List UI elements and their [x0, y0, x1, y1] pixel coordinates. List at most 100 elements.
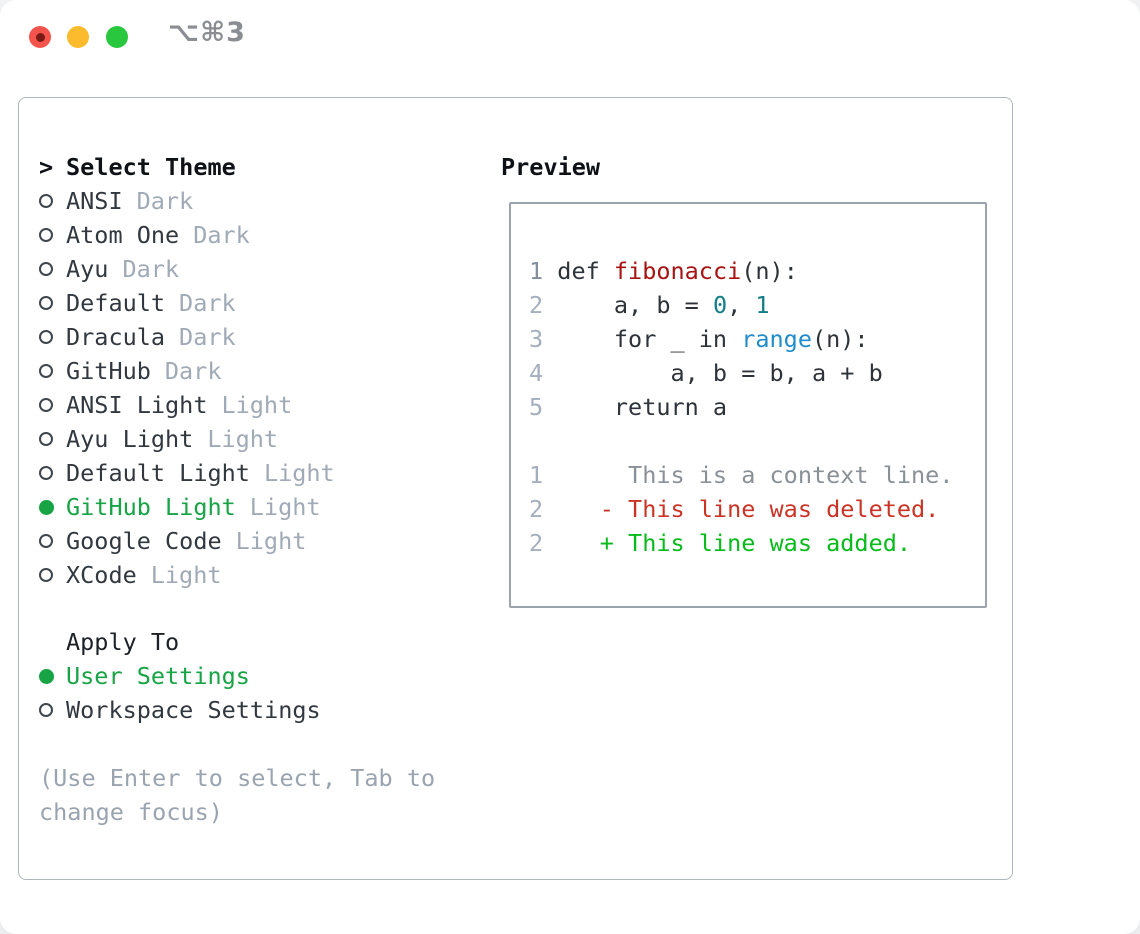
theme-name-label: Google Code [66, 527, 222, 555]
line-number: 2 [529, 529, 544, 557]
apply-to-option[interactable]: Workspace Settings [39, 693, 489, 727]
code-token: a, b = b, a + b [543, 359, 883, 387]
theme-option[interactable]: Google Code Light [39, 524, 489, 558]
code-token: (n): [811, 325, 869, 353]
apply-to-heading-row: Apply To [39, 625, 489, 659]
theme-option[interactable]: Ayu Light Light [39, 422, 489, 456]
window-title-shortcut: ⌥⌘3 [168, 17, 246, 48]
theme-name-label: ANSI Light [66, 391, 208, 419]
theme-option[interactable]: XCode Light [39, 558, 489, 592]
theme-option[interactable]: Ayu Dark [39, 252, 489, 286]
theme-variant-label: Light [249, 493, 321, 521]
code-token: , [727, 291, 756, 319]
apply-to-option[interactable]: User Settings [39, 659, 489, 693]
code-line: 2 + This line was added. [529, 526, 985, 560]
apply-to-heading: Apply To [66, 628, 180, 656]
theme-variant-label: Light [150, 561, 222, 589]
theme-variant-label: Dark [136, 187, 194, 215]
theme-name-label: GitHub Light [66, 493, 236, 521]
theme-option[interactable]: GitHub Dark [39, 354, 489, 388]
theme-option[interactable]: Dracula Dark [39, 320, 489, 354]
zoom-button[interactable] [106, 26, 128, 48]
theme-name-label: Ayu [66, 255, 109, 283]
code-line [529, 424, 985, 458]
theme-option[interactable]: ANSI Dark [39, 184, 489, 218]
radio-icon [39, 568, 53, 582]
radio-icon [39, 364, 53, 378]
theme-option[interactable]: GitHub Light Light [39, 490, 489, 524]
unsaved-indicator-dot [35, 32, 45, 42]
radio-icon [39, 296, 53, 310]
theme-option[interactable]: ANSI Light Light [39, 388, 489, 422]
line-number: 2 [529, 291, 544, 319]
theme-variant-label: Dark [179, 289, 236, 317]
theme-variant-label: Dark [179, 323, 236, 351]
minimize-button[interactable] [67, 26, 89, 48]
select-theme-heading: Select Theme [66, 153, 236, 181]
select-theme-heading-row: > Select Theme [39, 150, 489, 184]
radio-icon [39, 262, 53, 276]
radio-icon [39, 398, 53, 412]
code-line: 3 for _ in range(n): [529, 322, 985, 356]
theme-variant-label: Light [263, 459, 335, 487]
code-token: 1 [755, 291, 770, 319]
code-line: 1 This is a context line. [529, 458, 985, 492]
code-token: fibonacci [613, 257, 742, 285]
radio-icon [39, 534, 53, 548]
code-token: 0 [712, 291, 728, 319]
theme-name-label: Ayu Light [66, 425, 194, 453]
code-line: 1 def fibonacci(n): [529, 254, 985, 288]
theme-variant-label: Dark [122, 255, 180, 283]
code-token: for _ in [543, 325, 742, 353]
radio-icon [39, 703, 53, 717]
code-line: 4 a, b = b, a + b [529, 356, 985, 390]
prompt-icon: > [39, 153, 54, 181]
line-number: 1 [529, 257, 544, 285]
code-line: 2 - This line was deleted. [529, 492, 985, 526]
radio-icon [39, 466, 53, 480]
preview-heading: Preview [501, 153, 601, 181]
code-token: This is a context line. [543, 461, 954, 489]
code-line: 2 a, b = 0, 1 [529, 288, 985, 322]
theme-name-label: GitHub [66, 357, 151, 385]
theme-name-label: XCode [66, 561, 137, 589]
code-line: 5 return a [529, 390, 985, 424]
radio-selected-icon [39, 668, 54, 684]
theme-name-label: Default [66, 289, 166, 317]
radio-icon [39, 330, 53, 344]
code-token: def [543, 257, 614, 285]
close-button[interactable] [29, 26, 51, 48]
code-token: return a [543, 393, 728, 421]
radio-icon [39, 194, 53, 208]
radio-selected-icon [39, 499, 54, 515]
theme-variant-label: Light [207, 425, 279, 453]
line-number: 3 [529, 325, 544, 353]
line-number: 5 [529, 393, 544, 421]
radio-icon [39, 432, 53, 446]
theme-variant-label: Dark [193, 221, 250, 249]
line-number: 2 [529, 495, 544, 523]
theme-variant-label: Light [221, 391, 293, 419]
code-token: range [741, 325, 812, 353]
theme-option[interactable]: Default Dark [39, 286, 489, 320]
radio-icon [39, 228, 53, 242]
theme-variant-label: Dark [164, 357, 222, 385]
hint-line: change focus) [39, 798, 223, 826]
code-token: - This line was deleted. [543, 495, 940, 523]
apply-to-option-label: User Settings [66, 662, 250, 690]
theme-name-label: Dracula [66, 323, 166, 351]
theme-name-label: ANSI [66, 187, 123, 215]
hint-line: (Use Enter to select, Tab to [39, 764, 436, 792]
titlebar: ⌥⌘3 [0, 0, 1140, 75]
theme-variant-label: Light [235, 527, 307, 555]
